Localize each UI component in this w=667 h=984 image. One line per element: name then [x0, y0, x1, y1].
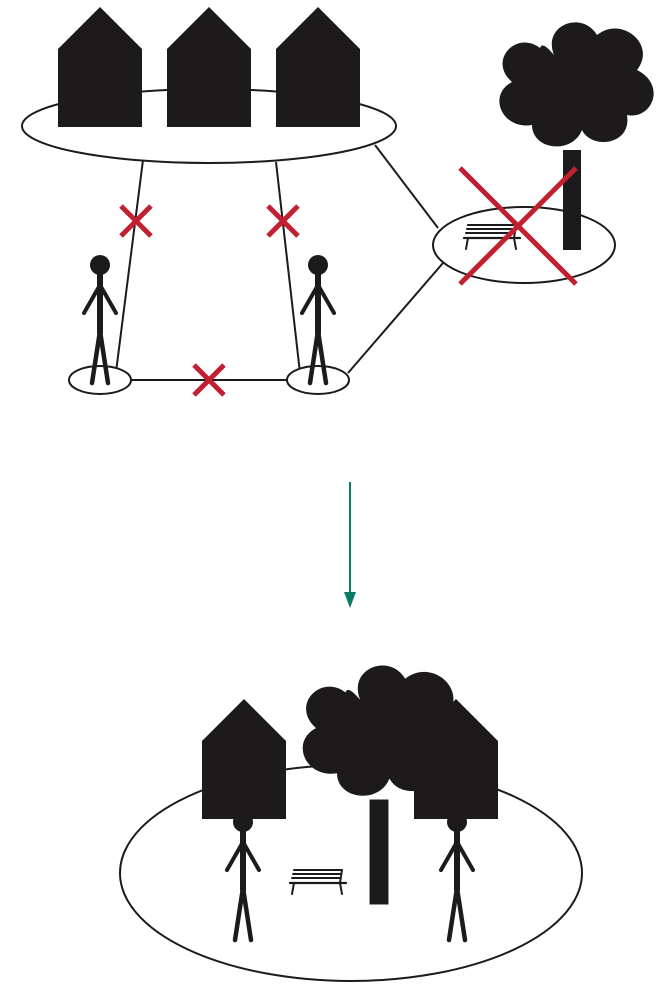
park-removed-cross-icon: [458, 166, 578, 286]
person-icon: [441, 812, 473, 940]
cross-icon: [119, 204, 153, 238]
person-right-ellipse: [286, 365, 350, 395]
house-icon: [202, 699, 286, 819]
link-person-right-park: [347, 262, 444, 374]
bench-icon: [288, 868, 348, 896]
bottom-scene: [119, 665, 583, 982]
park-node: [432, 22, 654, 284]
cross-icon: [192, 363, 226, 397]
house-icon: [167, 7, 251, 127]
person-icon: [227, 812, 259, 940]
person-icon: [84, 255, 116, 383]
person-right-node: [286, 255, 350, 395]
tree-trunk-front: [563, 206, 581, 250]
arrow-head: [344, 592, 356, 608]
person-left-node: [68, 255, 132, 395]
arrow-down-icon: [344, 482, 356, 608]
person-icon: [302, 255, 334, 383]
link-houses-person-right: [275, 161, 301, 374]
house-icon: [276, 7, 360, 127]
cross-icon: [266, 204, 300, 238]
link-houses-park: [374, 144, 439, 229]
link-houses-person-left: [115, 159, 144, 373]
houses-node: [21, 7, 397, 164]
house-icon: [58, 7, 142, 127]
houses-group: [58, 7, 360, 127]
community-ellipse: [119, 764, 583, 982]
person-left-ellipse: [68, 365, 132, 395]
houses-node-ellipse: [21, 88, 397, 164]
network-links: [115, 144, 444, 381]
broken-link-marks: [119, 166, 578, 397]
